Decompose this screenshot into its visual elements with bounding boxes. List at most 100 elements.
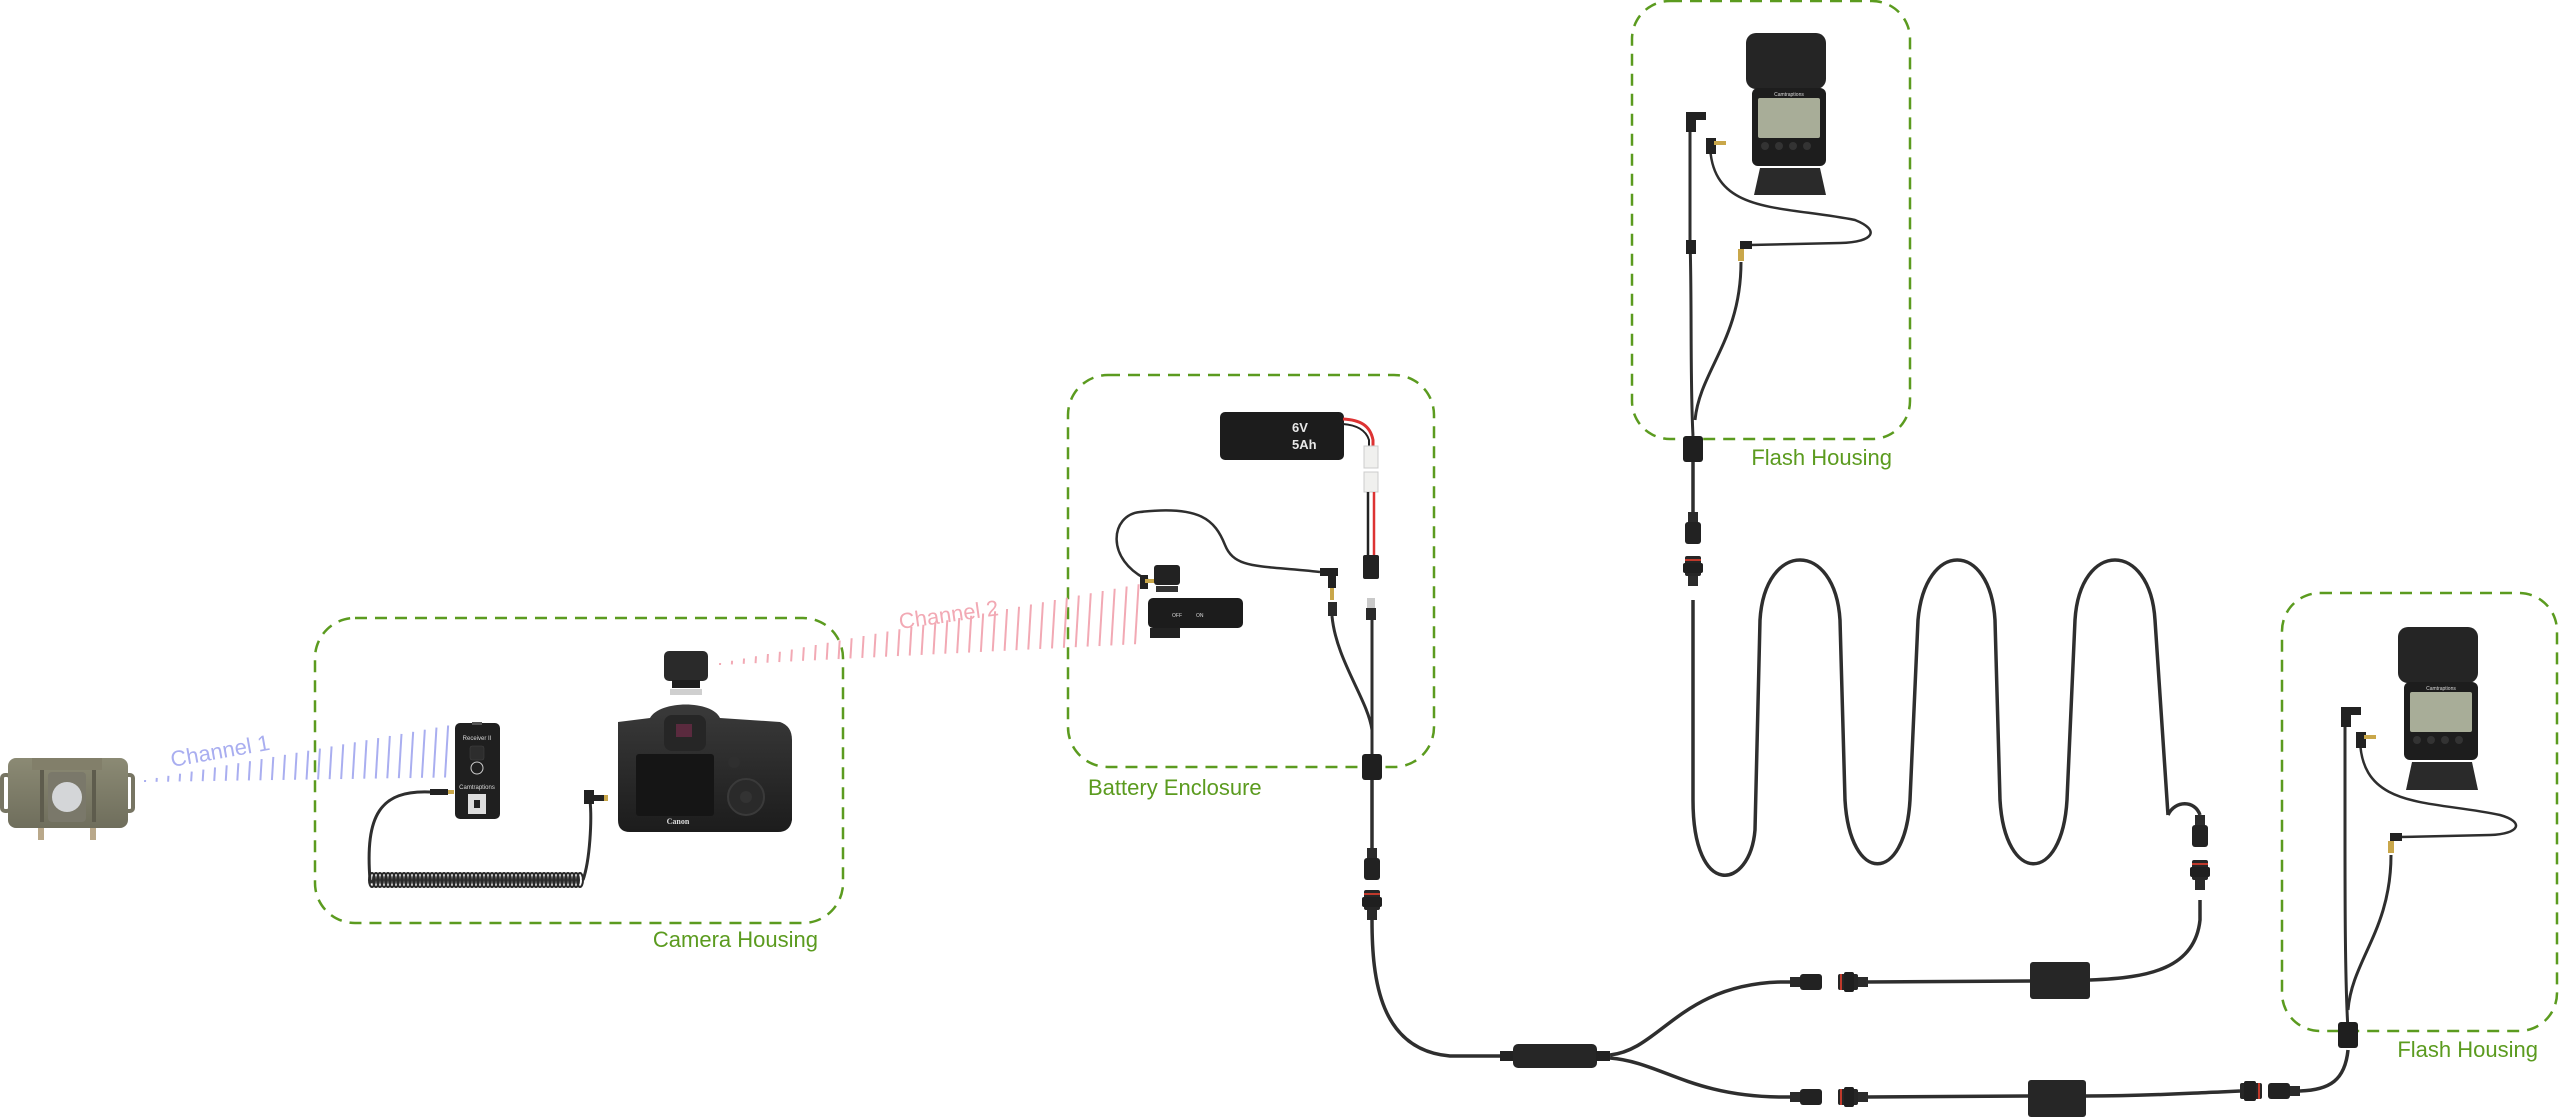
signal-mark [825, 642, 829, 660]
signal-mark [1110, 588, 1116, 646]
y-splitter-icon [1500, 1044, 1610, 1068]
signal-mark [1003, 608, 1009, 651]
receiver-1-cable [367, 790, 448, 884]
svg-text:Camtraptions: Camtraptions [2426, 686, 2456, 692]
signal-mark [813, 644, 817, 661]
signal-mark [363, 740, 368, 779]
coil-loop [540, 872, 548, 888]
signal-mark [979, 613, 985, 653]
svg-text:OFF: OFF [1172, 613, 1182, 619]
battery-enclosure-label: Battery Enclosure [1088, 775, 1262, 800]
dslr-camera-icon: Canon [618, 651, 792, 832]
signal-mark [1086, 593, 1092, 647]
signal-mark [236, 763, 240, 781]
signal-mark [885, 631, 889, 657]
signal-mark [386, 735, 391, 779]
signal-mark [1051, 599, 1056, 649]
signal-mark [432, 727, 438, 778]
signal-mark [270, 756, 275, 781]
svg-text:6V: 6V [1292, 420, 1308, 435]
coil-loop [568, 872, 576, 888]
coil-loop [408, 872, 416, 888]
camera-housing-label: Camera Housing [653, 927, 818, 952]
svg-text:Camtraptions: Camtraptions [459, 785, 495, 791]
coil-loop [388, 872, 396, 888]
signal-mark [778, 651, 781, 663]
coil-loop [396, 872, 404, 888]
coil-loop [416, 872, 424, 888]
coil-loop [524, 872, 532, 888]
signal-mark [956, 617, 961, 654]
coil-loop [404, 872, 412, 888]
coil-loop [432, 872, 440, 888]
coiled-cable [368, 872, 584, 888]
coil-loop [548, 872, 556, 888]
pir-sensor-icon [0, 758, 135, 840]
coil-loop [476, 872, 484, 888]
signal-mark [420, 729, 426, 778]
battery-enclosure-border [1066, 373, 1436, 769]
coil-loop [532, 872, 540, 888]
coil-loop [448, 872, 456, 888]
coil-loop [368, 872, 376, 888]
coil-loop [424, 872, 432, 888]
coil-loop [488, 872, 496, 888]
signal-mark [802, 647, 805, 661]
coil-loop [516, 872, 524, 888]
inline-module-icon [2030, 962, 2090, 999]
signal-mark [201, 769, 205, 782]
coil-loop [484, 872, 492, 888]
coil-loop [384, 872, 392, 888]
coil-loop [500, 872, 508, 888]
signal-mark [1015, 606, 1021, 651]
signal-mark [1134, 584, 1140, 645]
coil-loop [380, 872, 388, 888]
battery-pack-icon: 6V 5Ah [1220, 412, 1344, 460]
channel-1-signal [144, 725, 450, 783]
coil-loop [392, 872, 400, 888]
coil-loop [572, 872, 580, 888]
coil-loop [472, 872, 480, 888]
signal-mark [444, 725, 450, 778]
coil-loop [512, 872, 520, 888]
coil-loop [464, 872, 472, 888]
flash-housing-2-label: Flash Housing [2397, 1037, 2538, 1062]
signal-mark [896, 629, 901, 657]
coil-loop [508, 872, 516, 888]
coil-loop [520, 872, 528, 888]
signal-mark [991, 611, 997, 652]
coil-loop [544, 872, 552, 888]
signal-mark [409, 731, 415, 779]
signal-mark [213, 767, 217, 782]
flash-unit-1: Camtraptions [1746, 33, 1826, 195]
coil-loop [552, 872, 560, 888]
coil-loop [456, 872, 464, 888]
wireless-receiver-2: OFF ON [1148, 565, 1243, 638]
camera-housing-border [313, 616, 845, 925]
coil-loop [436, 872, 444, 888]
coil-loop [444, 872, 452, 888]
signal-mark [305, 750, 310, 780]
coil-loop [376, 872, 384, 888]
coil-loop [536, 872, 544, 888]
svg-text:Receiver II: Receiver II [463, 736, 492, 742]
coil-loop [428, 872, 436, 888]
signal-mark [968, 615, 973, 653]
coil-loop [480, 872, 488, 888]
flash-housing-1-label: Flash Housing [1751, 445, 1892, 470]
flash-housing-1-border [1630, 0, 1912, 441]
signal-mark [908, 626, 913, 656]
channel-1-label: Channel 1 [169, 730, 272, 772]
signal-mark [397, 733, 403, 779]
signal-mark [1074, 595, 1080, 648]
coil-loop [504, 872, 512, 888]
svg-text:ON: ON [1196, 613, 1204, 619]
coil-loop [468, 872, 476, 888]
signal-mark [1039, 602, 1044, 650]
coil-loop [492, 872, 500, 888]
channel-2-label: Channel 2 [897, 595, 1000, 634]
coil-loop [440, 872, 448, 888]
receiver-1: Receiver II Camtraptions [455, 722, 500, 819]
signal-mark [1098, 590, 1104, 647]
coil-loop [528, 872, 536, 888]
